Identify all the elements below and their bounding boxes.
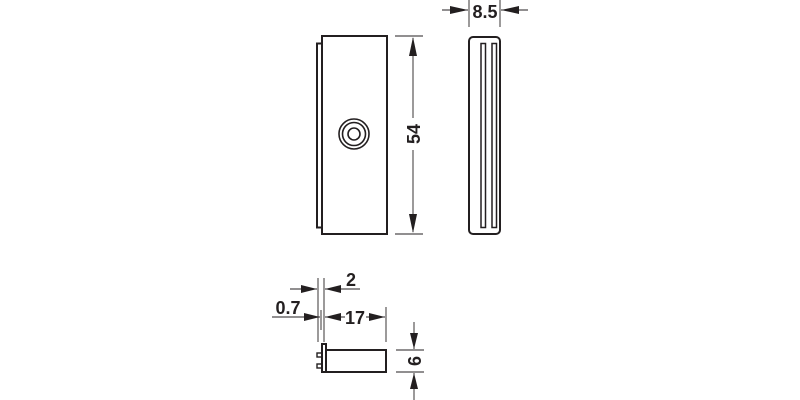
arrow-left-icon — [325, 313, 341, 321]
hole-middle-ring — [341, 121, 367, 147]
side-view-body — [468, 36, 501, 235]
arrow-right-icon — [304, 313, 320, 321]
front-view: 54 — [316, 35, 424, 235]
dimension-label-0-7: 0.7 — [275, 298, 300, 318]
arrow-right-icon — [369, 313, 385, 321]
dimension-label-2: 2 — [346, 270, 356, 290]
arrow-down-icon — [410, 333, 418, 349]
clip-tab-bottom — [316, 363, 323, 369]
arrow-down-icon — [409, 214, 417, 233]
arrow-up-icon — [410, 373, 418, 389]
dimension-6: 6 — [396, 322, 425, 400]
dimension-2: 2 — [290, 270, 360, 293]
arrow-right-icon — [450, 6, 468, 14]
dimension-label-8-5: 8.5 — [472, 2, 497, 22]
front-view-body — [321, 35, 388, 235]
clip-tab-top — [316, 352, 323, 358]
dimension-height-54: 54 — [395, 35, 424, 235]
top-view: 2 0.7 17 6 — [272, 270, 425, 400]
side-view: 8.5 — [442, 0, 528, 235]
dimension-17: 17 — [325, 308, 385, 328]
slot-right — [491, 42, 498, 229]
dimension-label-54: 54 — [404, 124, 424, 144]
hole-outer-ring — [338, 118, 370, 150]
slot-left — [480, 42, 487, 229]
top-view-flange — [321, 343, 327, 373]
arrow-up-icon — [409, 37, 417, 56]
top-view-body — [324, 349, 387, 373]
arrow-right-icon — [301, 285, 317, 293]
dimension-width-8-5: 8.5 — [442, 0, 528, 27]
arrow-left-icon — [501, 6, 519, 14]
dimension-label-17: 17 — [345, 308, 365, 328]
dimension-label-6: 6 — [405, 356, 425, 366]
hole-inner-ring — [347, 127, 361, 141]
arrow-left-icon — [325, 285, 341, 293]
dimension-0-7: 0.7 — [272, 298, 320, 321]
